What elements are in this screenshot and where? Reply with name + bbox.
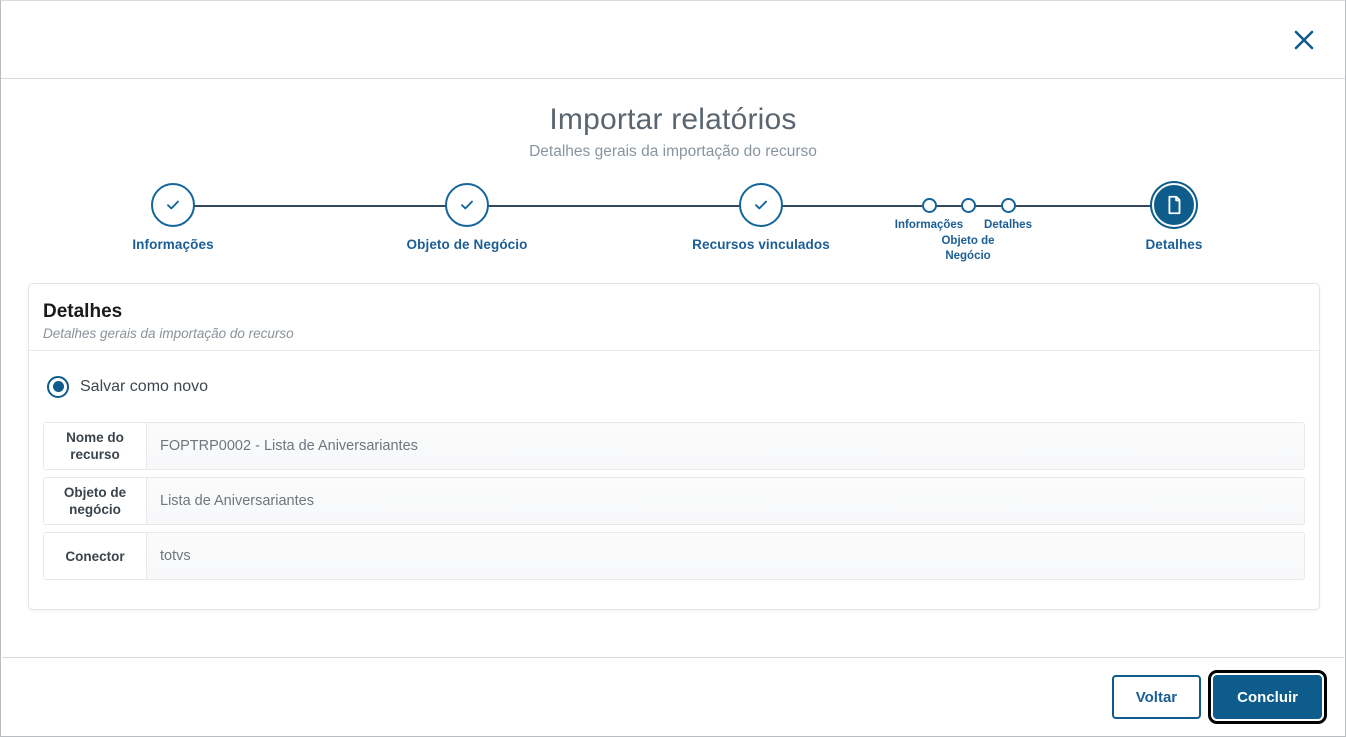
card-title: Detalhes xyxy=(43,301,123,322)
field-objeto-de-negocio: Objeto de negócio Lista de Aniversariant… xyxy=(43,477,1305,525)
step-detalhes[interactable]: Detalhes xyxy=(1084,177,1264,253)
step-label: Detalhes xyxy=(1145,237,1203,252)
compact-step-label: Objeto de Negócio xyxy=(941,235,995,262)
details-card-header: Detalhes Detalhes gerais da importação d… xyxy=(29,284,1319,351)
compact-step-dot[interactable] xyxy=(921,198,937,213)
page-subtitle: Detalhes gerais da importação do recurso xyxy=(529,143,817,160)
close-icon[interactable] xyxy=(1285,21,1323,59)
finish-button[interactable]: Concluir xyxy=(1208,669,1327,724)
wizard-stepper: Informações Objeto de Negócio Recursos v… xyxy=(1,177,1345,272)
back-button[interactable]: Voltar xyxy=(1111,674,1202,719)
compact-step-informacoes[interactable]: Informações xyxy=(869,177,989,233)
check-icon xyxy=(755,200,767,210)
dialog-heading: Importar relatórios Detalhes gerais da i… xyxy=(1,101,1345,161)
step-node-active[interactable] xyxy=(1152,183,1196,227)
details-card-body: Salvar como novo Nome do recurso FOPTRP0… xyxy=(29,351,1319,580)
field-value[interactable]: FOPTRP0002 - Lista de Aniversariantes xyxy=(147,423,1304,469)
step-node-check[interactable] xyxy=(445,183,489,227)
compact-step-label: Detalhes xyxy=(984,219,1032,231)
step-objeto-de-negocio[interactable]: Objeto de Negócio xyxy=(377,177,557,253)
stepper-track xyxy=(173,205,1172,207)
compact-step-dot[interactable] xyxy=(1000,198,1016,213)
field-label: Objeto de negócio xyxy=(44,478,147,524)
step-informacoes[interactable]: Informações xyxy=(83,177,263,253)
field-nome-do-recurso: Nome do recurso FOPTRP0002 - Lista de An… xyxy=(43,422,1305,470)
compact-step-label: Informações xyxy=(894,219,964,231)
radio-save-as-new[interactable] xyxy=(47,375,69,398)
radio-save-as-new-label[interactable]: Salvar como novo xyxy=(80,377,209,395)
details-card: Detalhes Detalhes gerais da importação d… xyxy=(28,283,1320,610)
radio-dot-icon xyxy=(52,381,64,392)
field-label: Conector xyxy=(44,533,147,579)
step-node-check[interactable] xyxy=(739,183,783,227)
compact-step-objeto-de-negocio[interactable]: Objeto de Negócio xyxy=(908,193,1028,264)
dialog-titlebar xyxy=(1,1,1345,79)
compact-step-dot[interactable] xyxy=(960,198,976,213)
step-label: Objeto de Negócio xyxy=(406,237,528,252)
save-as-new-row[interactable]: Salvar como novo xyxy=(43,351,1305,422)
step-label: Informações xyxy=(132,237,214,252)
card-subtitle: Detalhes gerais da importação do recurso xyxy=(43,326,294,341)
document-icon xyxy=(1168,195,1181,215)
compact-step-detalhes[interactable]: Detalhes xyxy=(948,177,1068,233)
field-conector: Conector totvs xyxy=(43,532,1305,580)
field-value[interactable]: Lista de Aniversariantes xyxy=(147,478,1304,524)
page-title: Importar relatórios xyxy=(549,103,797,136)
step-recursos-vinculados[interactable]: Recursos vinculados xyxy=(671,177,851,253)
dialog-footer: Voltar Concluir xyxy=(2,657,1344,735)
step-label: Recursos vinculados xyxy=(692,237,830,252)
check-icon xyxy=(167,200,179,210)
check-icon xyxy=(461,200,473,210)
step-node-check[interactable] xyxy=(151,183,195,227)
field-label: Nome do recurso xyxy=(44,423,147,469)
field-value[interactable]: totvs xyxy=(147,533,1304,579)
